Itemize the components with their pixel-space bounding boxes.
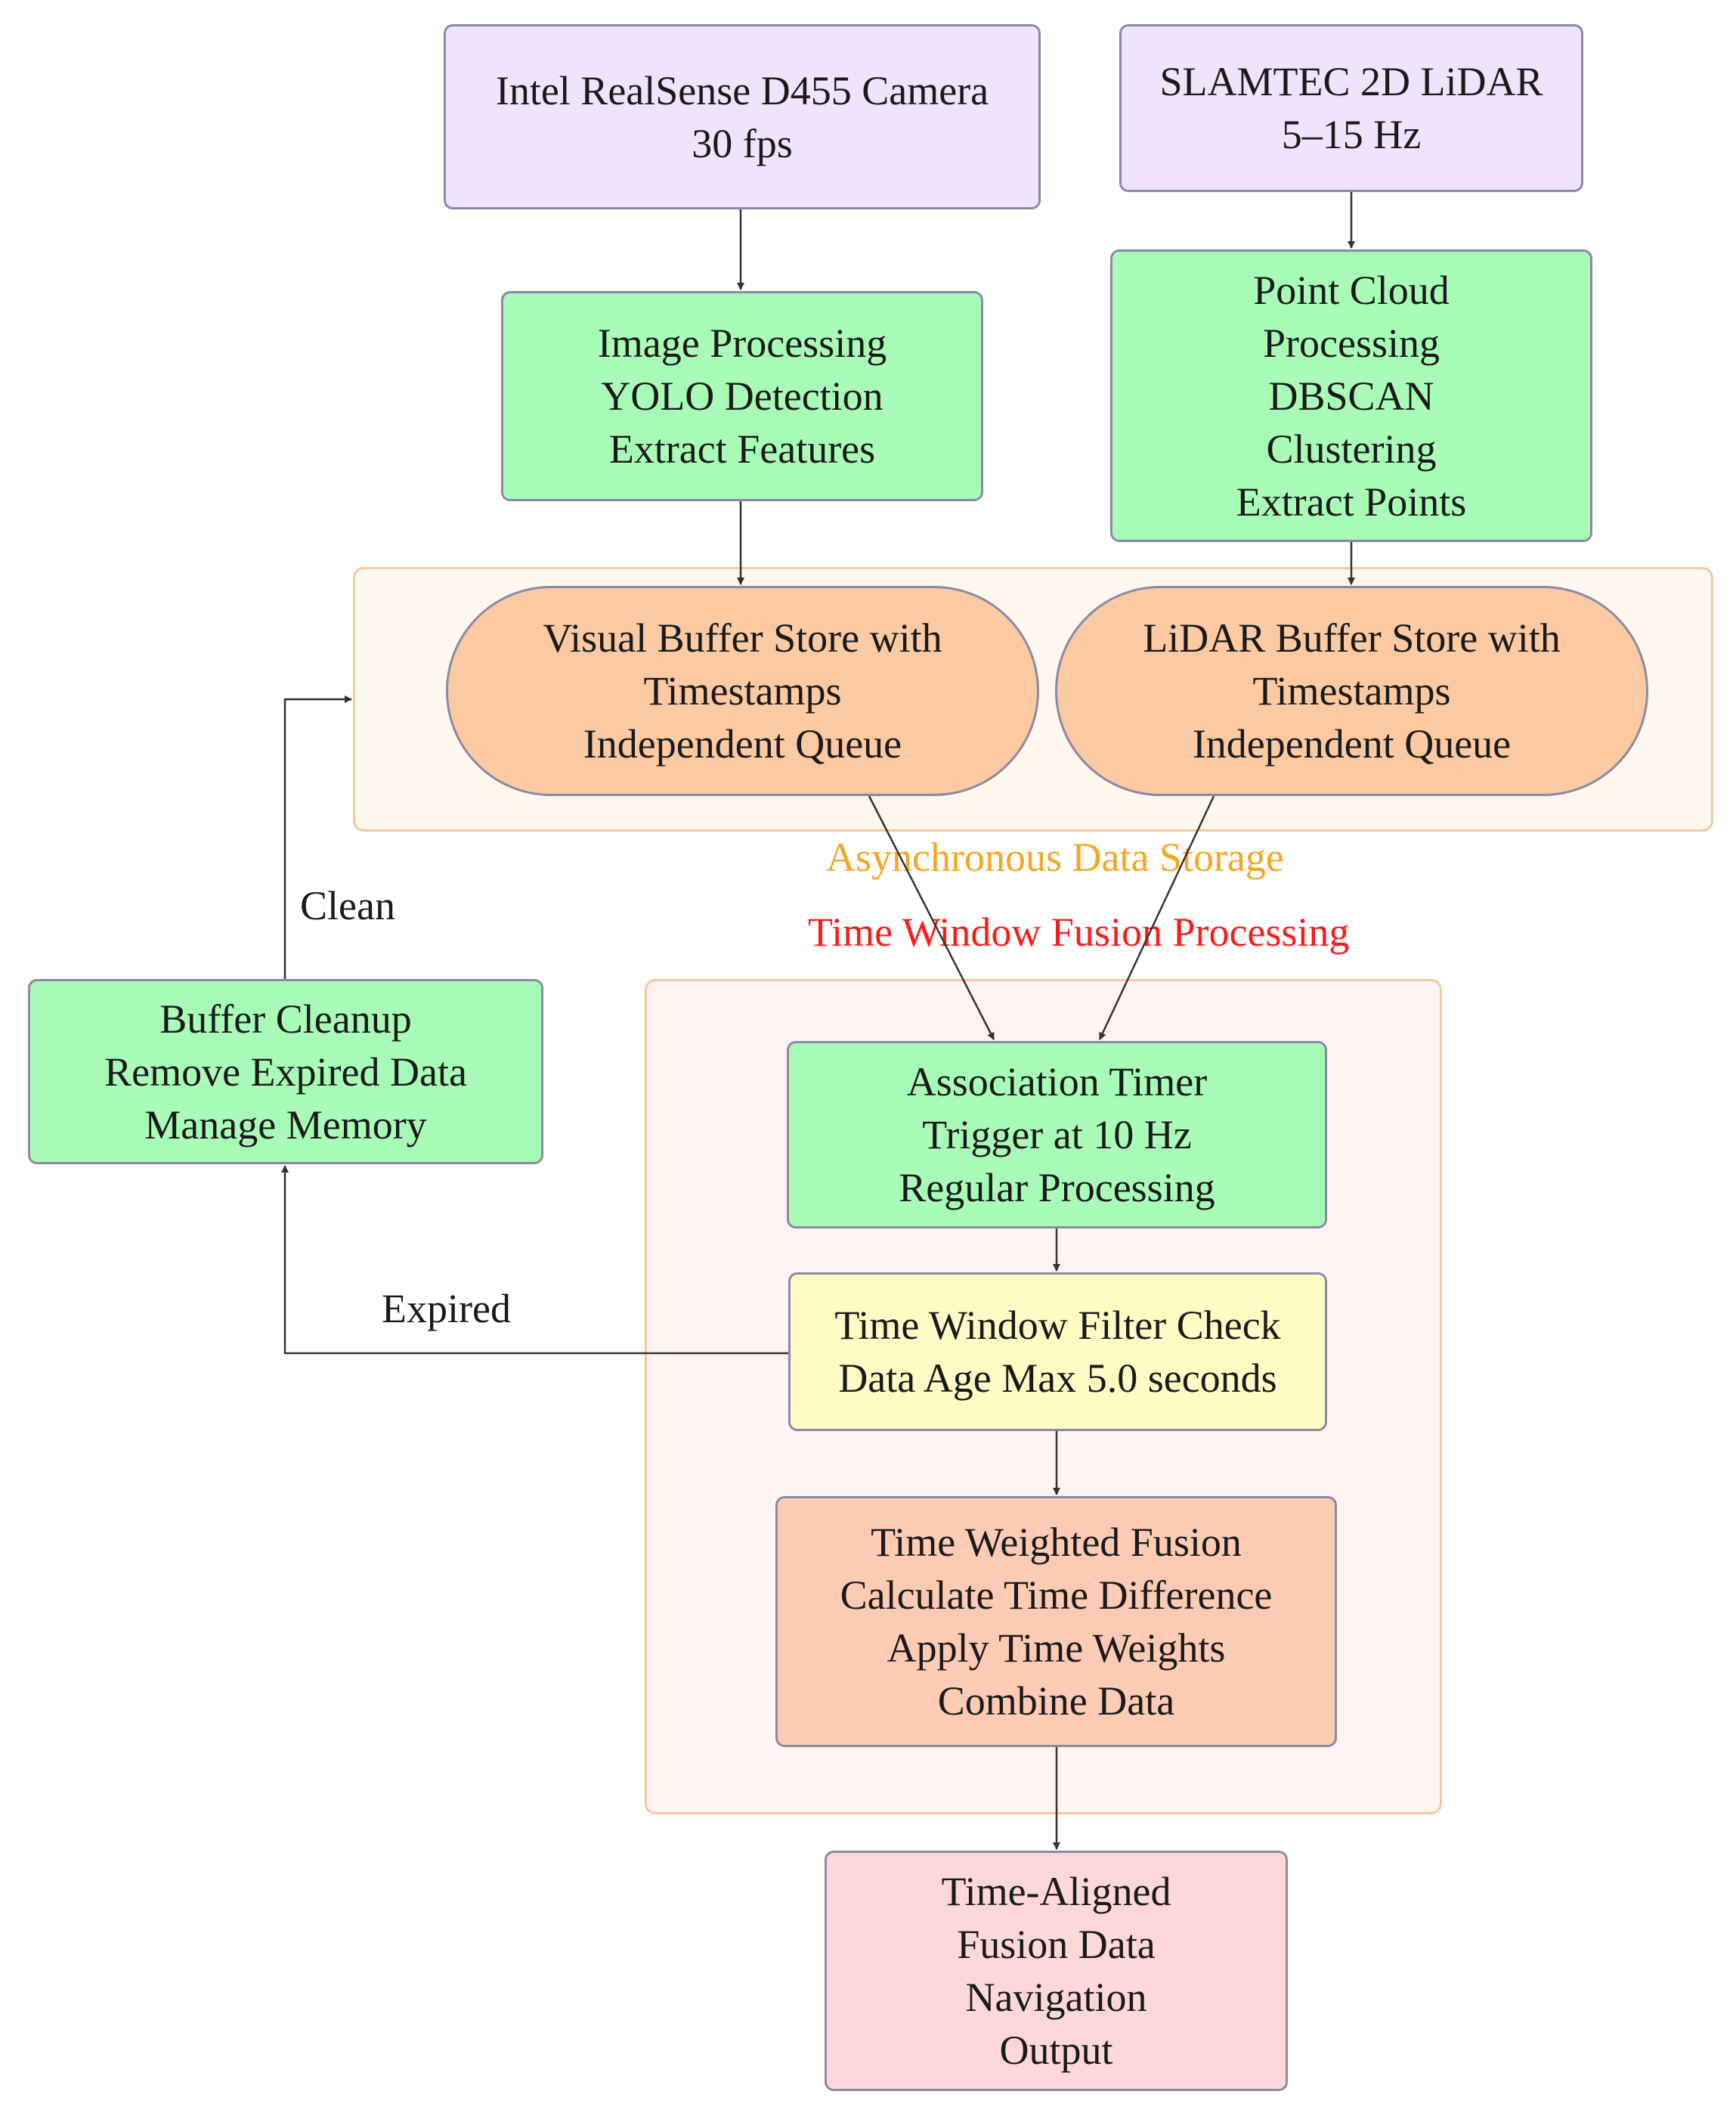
node-text-line: Clustering: [1266, 426, 1437, 472]
arrow-lidarbuffer-to-timer: [1098, 795, 1215, 1040]
arrow-visualbuffer-to-timer: [868, 795, 995, 1040]
node-text-line: Calculate Time Difference: [840, 1572, 1273, 1618]
node-text-line: Independent Queue: [583, 721, 902, 767]
node-text-line: Visual Buffer Store with: [543, 615, 942, 661]
node-text-line: Regular Processing: [899, 1165, 1215, 1210]
node-text-line: Timestamps: [1252, 668, 1451, 714]
camera-node: Intel RealSense D455 Camera 30 fps: [444, 24, 1041, 209]
node-text-line: Extract Points: [1236, 479, 1467, 525]
node-text-line: Time-Aligned: [941, 1869, 1171, 1914]
node-text-line: Independent Queue: [1192, 721, 1512, 767]
arrow-filter-to-cleanup: [281, 1165, 788, 1355]
lidar-node: SLAMTEC 2D LiDAR 5–15 Hz: [1119, 24, 1583, 192]
node-text-line: Time Weighted Fusion: [871, 1520, 1242, 1565]
node-text-line: Remove Expired Data: [104, 1049, 467, 1095]
node-text-line: Timestamps: [643, 668, 842, 714]
node-text-line: Point Cloud: [1253, 267, 1450, 313]
node-text-line: Manage Memory: [144, 1101, 427, 1148]
node-text-line: Trigger at 10 Hz: [922, 1112, 1192, 1157]
node-text-line: Output: [999, 2028, 1113, 2073]
clean-edge-label: Clean: [300, 883, 395, 928]
node-text-line: Navigation: [965, 1975, 1147, 2020]
node-text-line: Combine Data: [937, 1678, 1175, 1724]
expired-edge-label: Expired: [382, 1286, 511, 1331]
node-text-line: Fusion Data: [957, 1922, 1156, 1967]
node-text-line: Processing: [1263, 320, 1440, 366]
arrow-cleanup-to-async: [283, 696, 352, 979]
node-text-line: 5–15 Hz: [1281, 112, 1422, 157]
node-text-line: SLAMTEC 2D LiDAR: [1159, 59, 1543, 104]
node-text-line: YOLO Detection: [601, 373, 883, 419]
node-text-line: Time Window Filter Check: [834, 1303, 1281, 1348]
node-text-line: Extract Features: [608, 426, 876, 472]
node-text-line: 30 fps: [692, 120, 793, 166]
node-text-line: Intel RealSense D455 Camera: [495, 67, 989, 113]
fusion-processing-title: Time Window Fusion Processing: [808, 909, 1350, 955]
node-text-line: Data Age Max 5.0 seconds: [838, 1355, 1277, 1401]
node-text-line: Apply Time Weights: [887, 1625, 1226, 1671]
node-text-line: Image Processing: [597, 321, 887, 366]
async-storage-title: Asynchronous Data Storage: [826, 835, 1284, 880]
node-text-line: LiDAR Buffer Store with: [1143, 615, 1561, 661]
node-text-line: Association Timer: [906, 1059, 1208, 1104]
node-text-line: DBSCAN: [1268, 373, 1434, 419]
node-text-line: Buffer Cleanup: [159, 996, 412, 1042]
